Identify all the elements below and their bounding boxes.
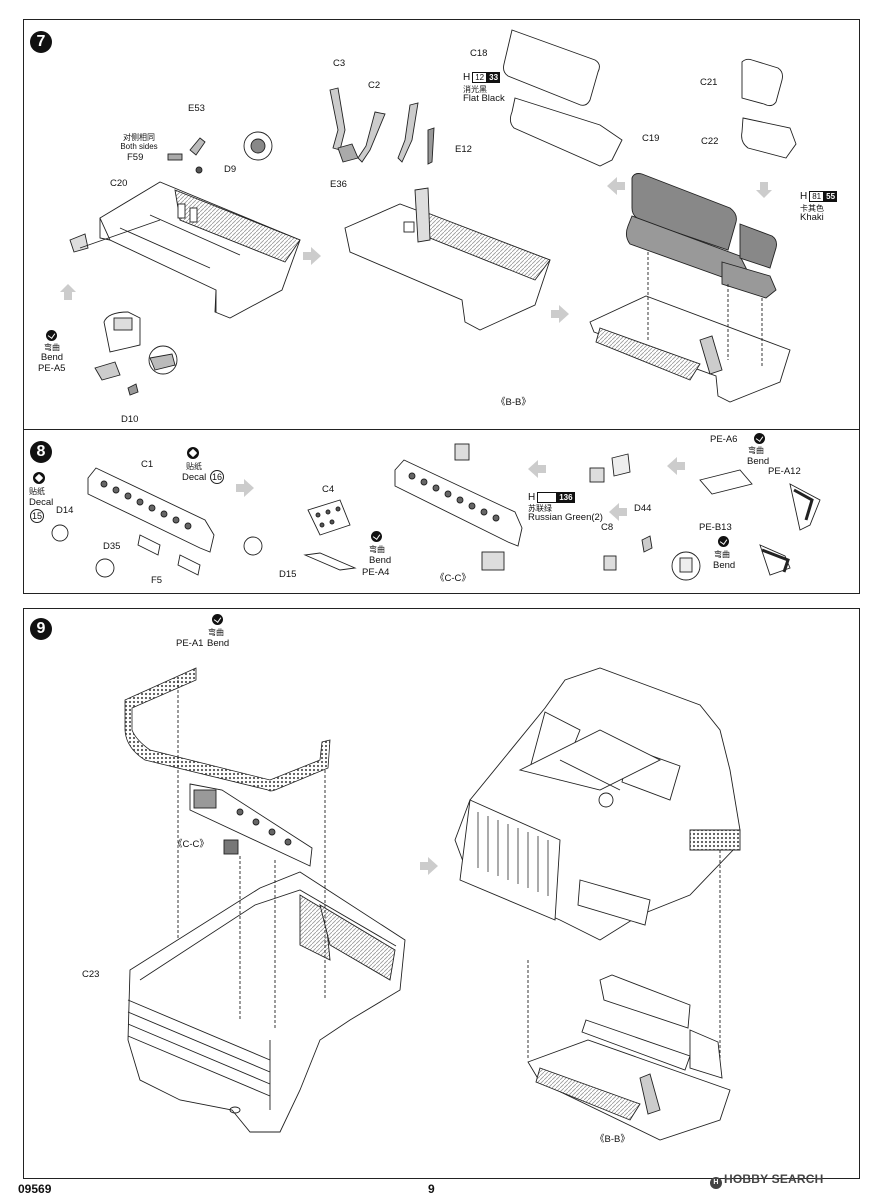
part-d44-label: D44 bbox=[634, 503, 652, 514]
section-cc-label: 《C-C》 bbox=[435, 573, 471, 584]
page-number: 9 bbox=[428, 1182, 435, 1196]
bend-icon bbox=[46, 330, 57, 341]
decal-number: 16 bbox=[210, 470, 224, 484]
bend-en-label: Bend bbox=[40, 352, 64, 363]
step-9-badge: 9 bbox=[30, 618, 52, 640]
decal-cn-label: 贴纸 bbox=[186, 462, 202, 471]
part-e53-label: E53 bbox=[188, 103, 205, 114]
bend-icon bbox=[754, 433, 765, 444]
paint-h-label: H bbox=[800, 191, 808, 202]
both-sides-cn-label: 对侧相同 bbox=[123, 133, 155, 142]
section-cc-label: 《C-C》 bbox=[173, 839, 209, 850]
step-9-frame bbox=[23, 608, 860, 1179]
part-c2-label: C2 bbox=[368, 80, 381, 91]
watermark-text: HOBBY SEARCH bbox=[724, 1172, 824, 1186]
part-d9-label: D9 bbox=[224, 164, 237, 175]
section-bb-label: 《B-B》 bbox=[496, 397, 531, 408]
steps-7-8-frame bbox=[23, 19, 860, 594]
part-pe-b13-label: PE-B13 bbox=[699, 522, 732, 533]
bend-cn-label: 弯曲 bbox=[369, 545, 385, 554]
part-f5-label: F5 bbox=[151, 575, 163, 586]
part-c22-label: C22 bbox=[701, 136, 719, 147]
part-c19-label: C19 bbox=[642, 133, 660, 144]
part-e36-label: E36 bbox=[330, 179, 347, 190]
part-c3-label: C3 bbox=[333, 58, 346, 69]
paint-code-number: 12 bbox=[472, 72, 488, 83]
paint-russian-green-cn: 苏联绿 bbox=[528, 504, 552, 513]
bend-cn-label: 弯曲 bbox=[44, 343, 60, 352]
bend-icon bbox=[718, 536, 729, 547]
kit-number: 09569 bbox=[18, 1182, 52, 1196]
paint-khaki-code: H 81 55 bbox=[800, 191, 838, 202]
bend-icon bbox=[371, 531, 382, 542]
paint-code-number: 55 bbox=[824, 191, 838, 202]
paint-code-number: 33 bbox=[487, 72, 501, 83]
step-divider bbox=[23, 429, 860, 430]
paint-flat-black-en: Flat Black bbox=[463, 93, 505, 104]
part-d35-label: D35 bbox=[103, 541, 121, 552]
bend-cn-label: 弯曲 bbox=[208, 628, 224, 637]
paint-khaki-cn: 卡其色 bbox=[800, 204, 824, 213]
part-pe-a1-label: PE-A1 bbox=[176, 638, 204, 649]
part-pe-a5-label: PE-A5 bbox=[38, 363, 66, 374]
part-c4-label: C4 bbox=[322, 484, 335, 495]
section-bb-label: 《B-B》 bbox=[595, 1134, 630, 1145]
part-d15-label: D15 bbox=[279, 569, 297, 580]
part-pe-a12-label: PE-A12 bbox=[768, 466, 801, 477]
both-sides-en-label: Both sides bbox=[120, 142, 158, 151]
bend-icon bbox=[212, 614, 223, 625]
part-e12-label: E12 bbox=[455, 144, 472, 155]
part-c21-label: C21 bbox=[700, 77, 718, 88]
paint-swatch bbox=[537, 492, 558, 503]
decal-en-label: Decal bbox=[29, 497, 54, 508]
bend-en-label: Bend bbox=[369, 555, 392, 566]
bend-cn-label: 弯曲 bbox=[714, 550, 730, 559]
part-f59-label: F59 bbox=[127, 152, 144, 163]
part-pe-a4-label: PE-A4 bbox=[362, 567, 390, 578]
paint-code-number: 136 bbox=[557, 492, 575, 503]
step-7-badge: 7 bbox=[30, 31, 52, 53]
decal-number: 15 bbox=[30, 509, 44, 523]
paint-russian-green-en: Russian Green(2) bbox=[528, 512, 603, 523]
part-d14-label: D14 bbox=[56, 505, 74, 516]
paint-flat-black-cn: 消光黑 bbox=[463, 85, 487, 94]
paint-khaki-en: Khaki bbox=[800, 212, 824, 223]
paint-code-number: 81 bbox=[809, 191, 825, 202]
part-pe-a6-label: PE-A6 bbox=[710, 434, 738, 445]
bend-en-label: Bend bbox=[747, 456, 770, 467]
watermark-logo-icon: H bbox=[710, 1177, 722, 1189]
decal-en-label: Decal bbox=[182, 472, 207, 483]
part-c18-label: C18 bbox=[470, 48, 488, 59]
decal-icon bbox=[187, 447, 199, 459]
part-c20-label: C20 bbox=[110, 178, 128, 189]
part-c8-label: C8 bbox=[601, 522, 614, 533]
part-c23-label: C23 bbox=[82, 969, 100, 980]
part-d10-label: D10 bbox=[121, 414, 139, 425]
part-c1-label: C1 bbox=[141, 459, 154, 470]
decal-icon bbox=[33, 472, 45, 484]
bend-cn-label: 弯曲 bbox=[748, 446, 764, 455]
step-8-badge: 8 bbox=[30, 441, 52, 463]
paint-h-label: H bbox=[463, 72, 471, 83]
paint-h-label: H bbox=[528, 492, 536, 503]
bend-en-label: Bend bbox=[207, 638, 230, 649]
paint-russian-green-code: H 136 bbox=[528, 492, 575, 503]
bend-en-label: Bend bbox=[713, 560, 736, 571]
decal-cn-label: 贴纸 bbox=[29, 487, 45, 496]
paint-flat-black-code: H 12 33 bbox=[463, 72, 501, 83]
